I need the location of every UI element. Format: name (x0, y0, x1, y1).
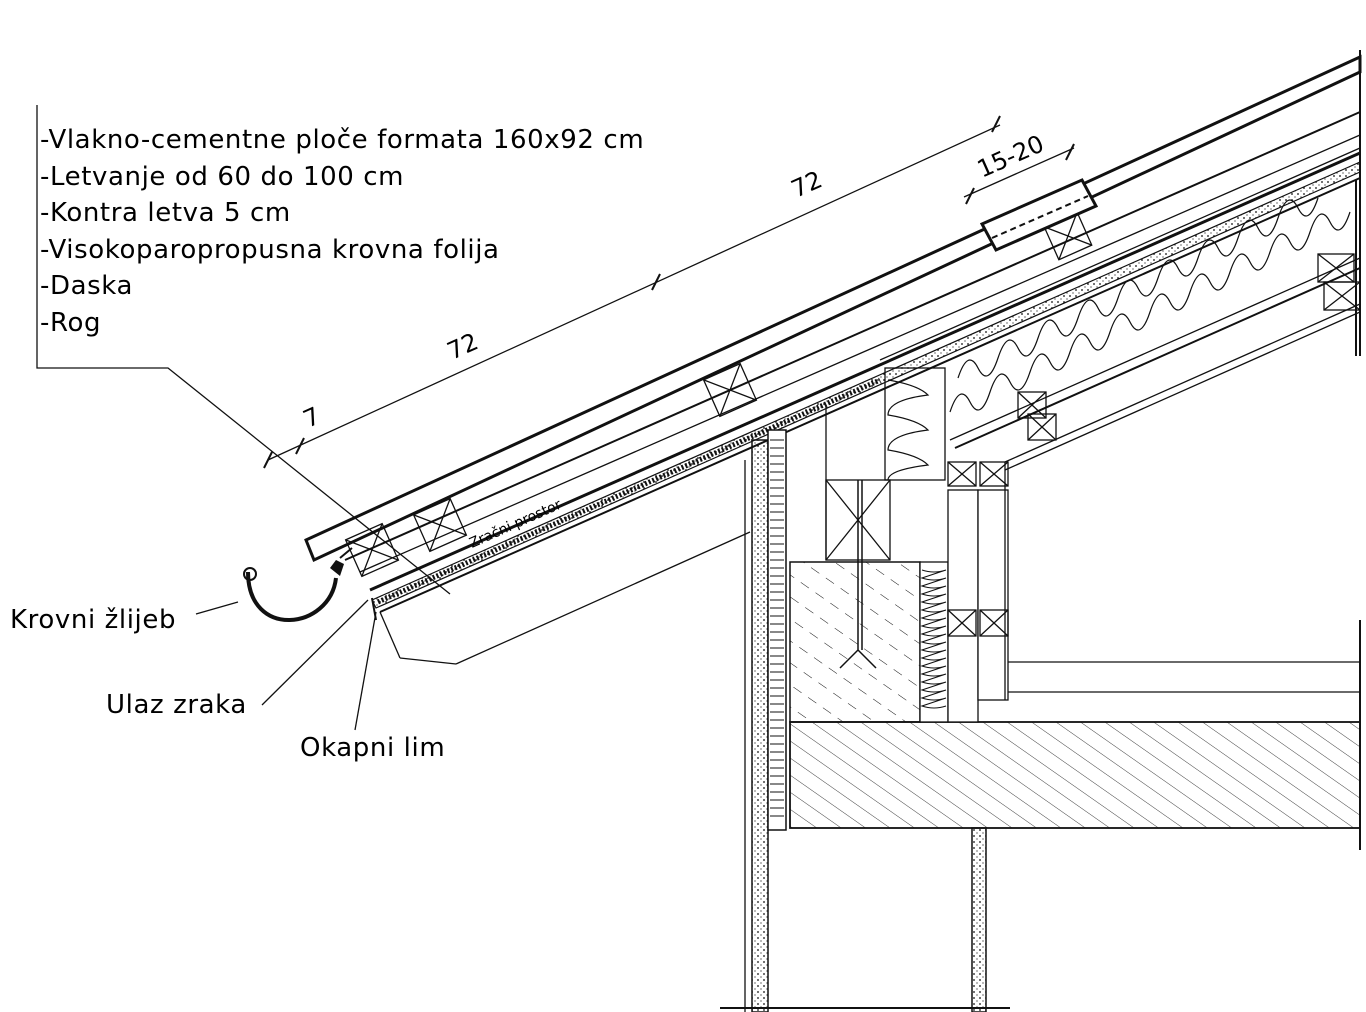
rafter-bottom-line (455, 531, 751, 665)
legend-item-sheets: -Vlakno-cementne ploče formata 160x92 cm (40, 125, 644, 155)
dimension-line (263, 115, 1075, 469)
dim-overlap: 15-20 (973, 130, 1048, 184)
label-gutter: Krovni žlijeb (10, 605, 176, 635)
rafter-end-cut (379, 611, 401, 659)
outer-insulation (767, 429, 787, 831)
insulation-zone (879, 50, 1361, 487)
legend-item-counter-batten: -Kontra letva 5 cm (40, 198, 291, 228)
legend-item-rafter: -Rog (40, 308, 101, 338)
label-air-inlet: Ulaz zraka (106, 690, 247, 720)
legend: -Vlakno-cementne ploče formata 160x92 cm… (40, 125, 644, 338)
floor-slab (789, 721, 1361, 829)
wall-section (720, 405, 1361, 1012)
sheet-overlap (979, 178, 1099, 252)
legend-item-battens: -Letvanje od 60 do 100 cm (40, 162, 404, 192)
legend-item-membrane: -Visokoparopropusna krovna folija (40, 235, 500, 265)
roof-boarding (371, 161, 1361, 609)
ring-beam (789, 561, 921, 723)
counter-batten-line (359, 134, 1361, 573)
rafter-top-line (379, 177, 1361, 613)
sheet-overlap-dash (991, 195, 1089, 239)
label-drip-edge: Okapni lim (300, 733, 445, 763)
dim-batten-spacing-1: 72 (443, 327, 482, 365)
roof-membrane (369, 151, 1361, 592)
legend-item-board: -Daska (40, 271, 133, 301)
leader-lines (36, 105, 451, 731)
rafter-end-cut-2 (399, 657, 457, 665)
dim-batten-spacing-2: 72 (787, 165, 826, 203)
underlay-hatch (376, 377, 882, 605)
inner-wall-below (971, 827, 987, 1012)
wool-box (884, 367, 946, 481)
roof-layers (304, 54, 1362, 665)
mineral-wool (949, 211, 1351, 413)
batten-zone-bottom (344, 111, 1361, 561)
gutter (243, 547, 377, 622)
mineral-wool-vertical (887, 379, 930, 481)
dim-eave-offset: 7 (299, 402, 324, 434)
outer-wall-plaster (751, 439, 769, 1012)
